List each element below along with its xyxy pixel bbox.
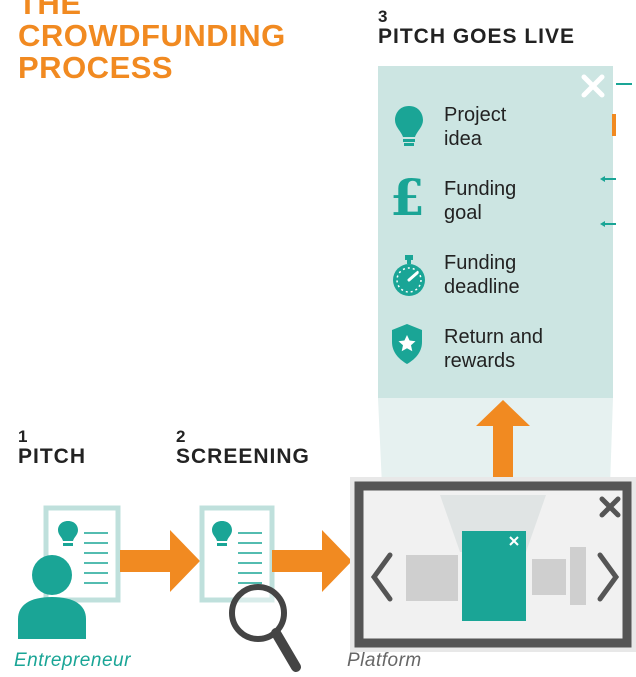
- pitch-item-funding-deadline: Funding deadline: [444, 252, 520, 298]
- side-pointers: [600, 83, 632, 227]
- up-arrow: [476, 400, 530, 486]
- entrepreneur-figure: [18, 505, 121, 639]
- platform-window: [350, 477, 636, 652]
- magnifier-icon: [229, 584, 301, 672]
- platform-close-icon: [599, 496, 621, 518]
- diagram-title: THE CROWDFUNDING PROCESS: [18, 0, 358, 84]
- step-2-label: SCREENING: [176, 445, 310, 468]
- pitch-item-return-and-rewards: Return and rewards: [444, 326, 543, 372]
- featured-pitch-card: [462, 531, 526, 621]
- title-line-3: PROCESS: [18, 50, 174, 85]
- arrow-pitch-to-screening: [120, 530, 200, 592]
- close-icon[interactable]: [580, 73, 606, 99]
- title-line-1: THE: [18, 0, 82, 21]
- step-1-number: 1: [18, 427, 29, 446]
- star-shield-icon: [392, 324, 422, 364]
- step-2-heading: 2 SCREENING: [176, 428, 310, 468]
- title-line-2: CROWDFUNDING: [18, 18, 286, 53]
- caption-entrepreneur: Entrepreneur: [14, 650, 131, 671]
- person-icon: [18, 555, 86, 639]
- pitch-item-funding-goal: Funding goal: [444, 178, 517, 224]
- lightbulb-icon: [395, 106, 423, 146]
- stopwatch-icon: [393, 255, 425, 296]
- pitch-item-project-idea: Project idea: [444, 104, 507, 150]
- step-3-label: PITCH GOES LIVE: [378, 25, 576, 48]
- step-1-label: PITCH: [18, 445, 86, 468]
- step-3-heading: 3 PITCH GOES LIVE: [378, 8, 575, 48]
- step-2-number: 2: [176, 427, 187, 446]
- pound-sign-icon: £: [390, 168, 425, 227]
- step-3-number: 3: [378, 7, 389, 26]
- caption-platform: Platform: [347, 650, 422, 671]
- chevron-right-icon: [597, 552, 620, 602]
- step-1-heading: 1 PITCH: [18, 428, 86, 468]
- chevron-left-icon: [370, 552, 393, 602]
- arrow-screening-to-platform: [272, 530, 352, 592]
